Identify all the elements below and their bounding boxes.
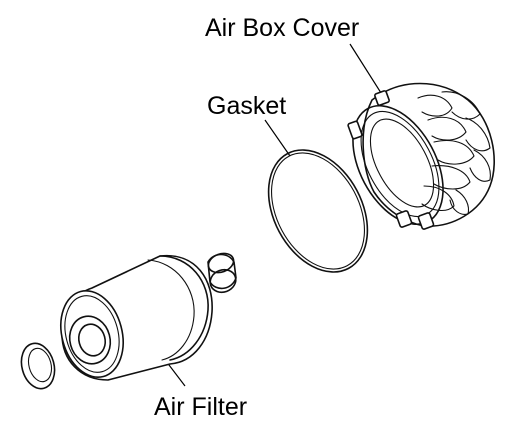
filter-end-cap bbox=[207, 252, 237, 294]
label-gasket: Gasket bbox=[207, 92, 286, 120]
filter-seal-ring bbox=[20, 342, 56, 390]
gasket-ring bbox=[267, 149, 369, 273]
air-filter bbox=[60, 254, 213, 381]
leader-gasket bbox=[264, 119, 291, 157]
label-air-box-cover: Air Box Cover bbox=[205, 14, 359, 42]
label-air-filter: Air Filter bbox=[154, 393, 247, 421]
air-box-cover bbox=[347, 82, 495, 230]
